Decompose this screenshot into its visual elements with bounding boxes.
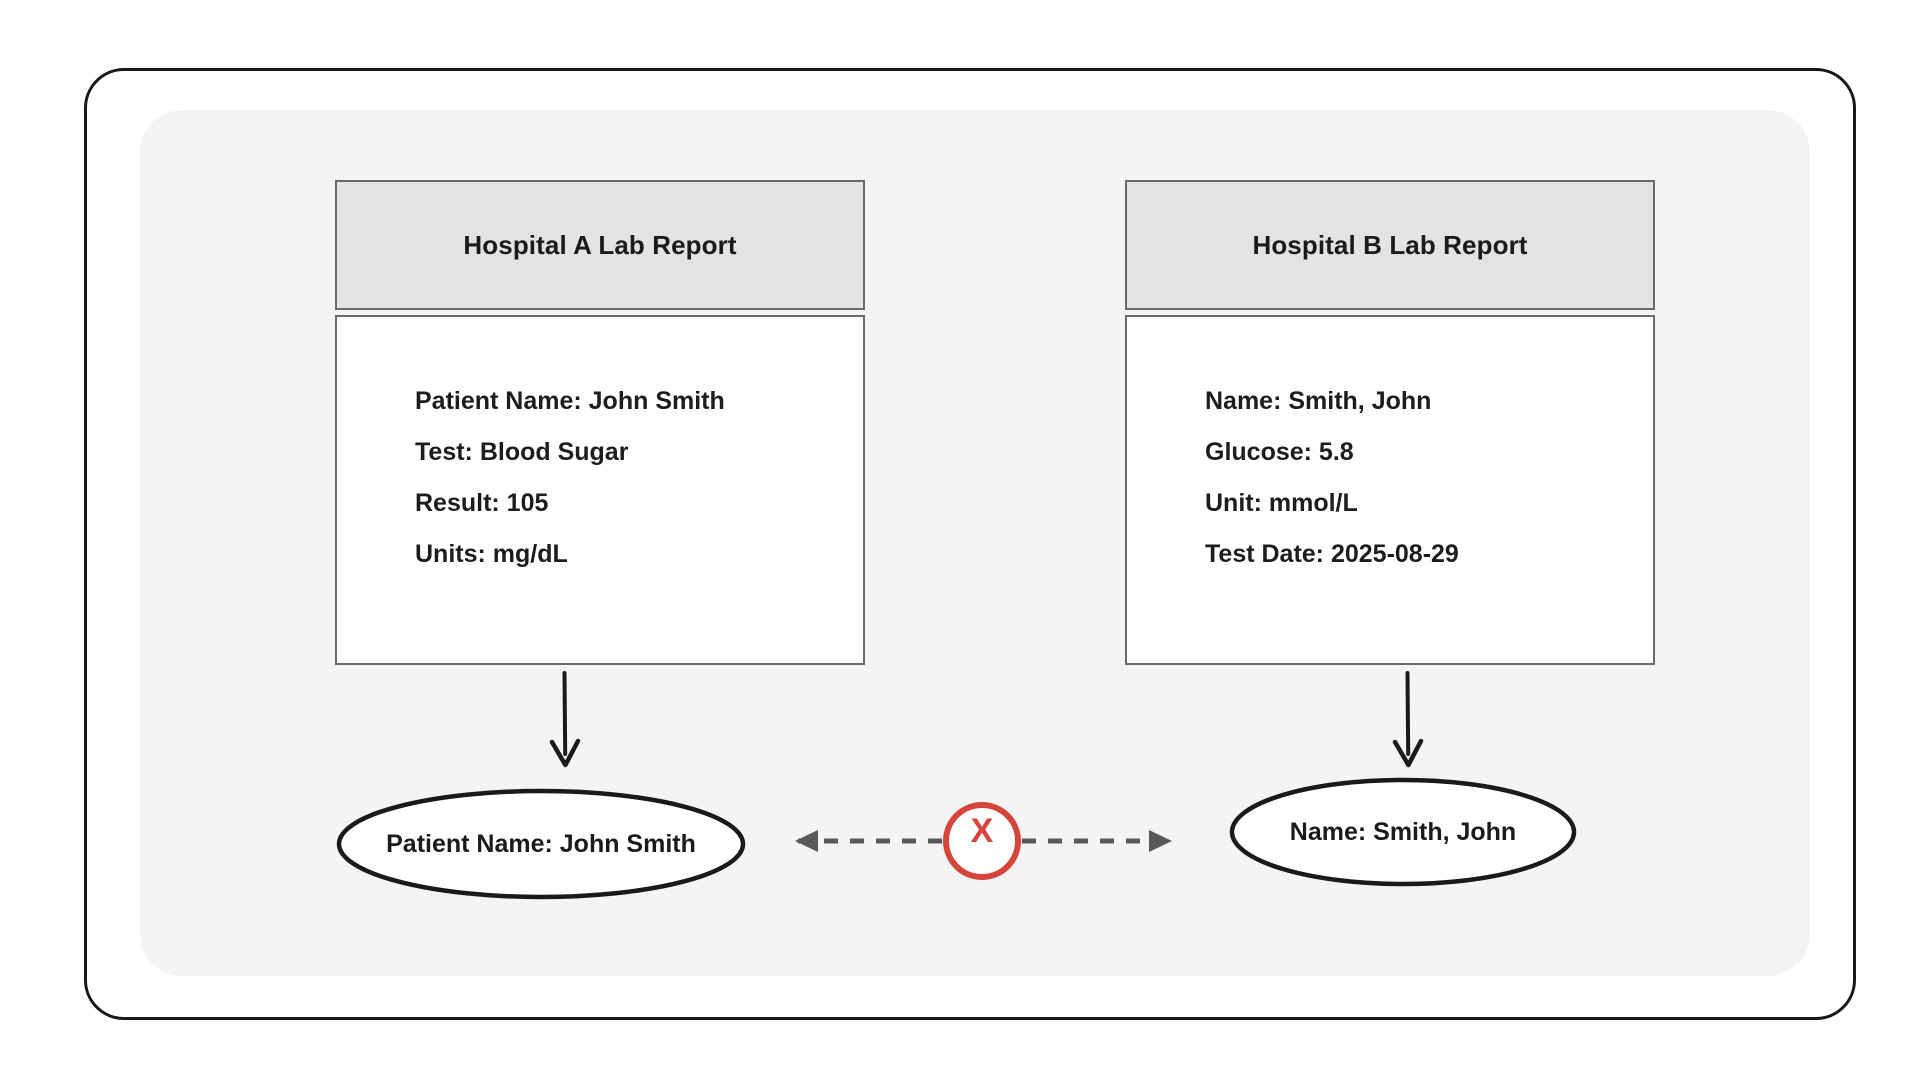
card-line: Result: 105 bbox=[415, 489, 549, 517]
flow-arrow-down-hospital-a bbox=[542, 670, 588, 780]
card-header-hospital-a: Hospital A Lab Report bbox=[335, 180, 865, 310]
card-line-list-hospital-b: Name: Smith, John Glucose: 5.8 Unit: mmo… bbox=[1205, 389, 1643, 567]
card-title-hospital-a: Hospital A Lab Report bbox=[463, 229, 737, 260]
card-line: Patient Name: John Smith bbox=[415, 387, 725, 415]
lab-report-card-hospital-b[interactable]: Hospital B Lab Report Name: Smith, John … bbox=[1125, 180, 1655, 665]
lab-report-card-hospital-a[interactable]: Hospital A Lab Report Patient Name: John… bbox=[335, 180, 865, 665]
card-body-hospital-b: Name: Smith, John Glucose: 5.8 Unit: mmo… bbox=[1125, 315, 1655, 665]
card-line: Unit: mmol/L bbox=[1205, 489, 1358, 517]
card-line: Units: mg/dL bbox=[415, 540, 568, 568]
value-node-hospital-a[interactable]: Patient Name: John Smith bbox=[335, 786, 747, 902]
card-body-hospital-a: Patient Name: John Smith Test: Blood Sug… bbox=[335, 315, 865, 665]
card-title-hospital-b: Hospital B Lab Report bbox=[1252, 229, 1528, 260]
card-line-list-hospital-a: Patient Name: John Smith Test: Blood Sug… bbox=[415, 389, 853, 567]
card-line: Test Date: 2025-08-29 bbox=[1205, 540, 1459, 568]
card-line: Glucose: 5.8 bbox=[1205, 438, 1354, 466]
flow-arrow-down-hospital-b bbox=[1385, 670, 1431, 780]
mismatch-connector[interactable]: X bbox=[760, 790, 1210, 910]
card-header-hospital-b: Hospital B Lab Report bbox=[1125, 180, 1655, 310]
value-node-hospital-b[interactable]: Name: Smith, John bbox=[1228, 775, 1578, 889]
card-line: Name: Smith, John bbox=[1205, 387, 1432, 415]
card-line: Test: Blood Sugar bbox=[415, 438, 629, 466]
